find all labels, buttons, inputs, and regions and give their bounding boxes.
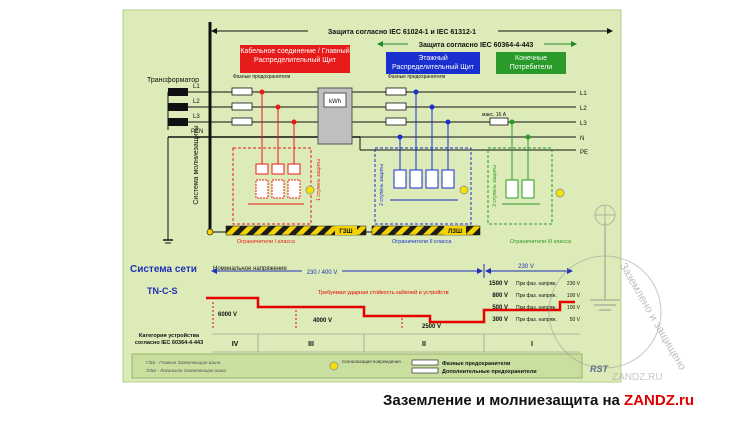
table-row-2-phase: 100 V bbox=[567, 293, 581, 299]
kwh-label: kWh bbox=[329, 99, 341, 105]
signal-lamp-icon bbox=[329, 361, 339, 371]
table-row-3-voltage: 500 V bbox=[492, 305, 508, 311]
stage2-box bbox=[374, 147, 472, 225]
bus-label-l3: L3 bbox=[580, 121, 587, 127]
limiter1-label: Ограничители I класса bbox=[237, 239, 296, 245]
zone-blue-label: Этажный Распределительный Щит bbox=[392, 55, 474, 71]
zone-blue-box bbox=[386, 52, 480, 74]
bus-label-l2: L2 bbox=[580, 106, 587, 112]
transformer-label: Трансформатор bbox=[147, 77, 199, 84]
zone-red-box bbox=[240, 45, 350, 73]
legend-gzsh: ГЗШ - Главная Заземляющая Шина bbox=[146, 360, 221, 365]
system-title: Система сети bbox=[130, 264, 197, 275]
breaker-label: макс. 16 А bbox=[482, 112, 507, 118]
fuses-label-1: Фазные предохранители bbox=[233, 74, 291, 80]
table-row-3-phase: 100 V bbox=[567, 305, 581, 311]
footer-brand: ZANDZ.ru bbox=[624, 392, 695, 409]
table-row-4-voltage: 300 V bbox=[492, 317, 508, 323]
extra-fuse-icon bbox=[411, 367, 439, 374]
category-label: Категория устройства согласно IEC 60364-… bbox=[134, 333, 204, 346]
impulse-step-curve bbox=[206, 296, 575, 324]
impulse-note: Требуемая ударная стойкость кабелей и ус… bbox=[318, 290, 449, 296]
gzsh-label: ГЗШ bbox=[339, 229, 352, 235]
limiter3-label: Ограничители III класса bbox=[510, 239, 572, 245]
stage1-label: 1 ступень защиты bbox=[316, 159, 322, 201]
stage3-label: 3 ступень защиты bbox=[492, 165, 498, 207]
line-label-l1: L1 bbox=[193, 84, 200, 90]
watermark-site: ZANDZ.RU bbox=[612, 372, 663, 383]
zone-green-label: Конечные Потребители bbox=[509, 55, 553, 71]
line-label-l2: L2 bbox=[193, 99, 200, 105]
table-row-2-voltage: 800 V bbox=[492, 293, 508, 299]
table-row-4-text: При фаз. напряж. bbox=[516, 317, 557, 323]
stage2-label: 2 ступень защиты bbox=[379, 164, 385, 206]
protection-sub-label: Защита согласно IEC 60364-4-443 bbox=[419, 42, 534, 49]
lightning-system-label: Система молниезащиты bbox=[193, 125, 200, 204]
stage3-box bbox=[487, 147, 553, 225]
line-label-l3: L3 bbox=[193, 114, 200, 120]
bus-label-n: N bbox=[580, 136, 584, 142]
protection-main-label: Защита согласно IEC 61024-1 и IEC 61312-… bbox=[328, 29, 476, 36]
voltage-230-400: 230 / 400 V bbox=[307, 270, 338, 276]
lzsh-bar bbox=[371, 225, 481, 236]
table-row-1-voltage: 1500 V bbox=[489, 281, 508, 287]
table-row-3-text: При фаз. напряж. bbox=[516, 305, 557, 311]
lzsh-label: ЛЗШ bbox=[448, 229, 462, 235]
voltage-table: 1500 V При фаз. напряж. 230 V 800 V При … bbox=[489, 281, 581, 323]
gzsh-bar bbox=[225, 225, 367, 236]
footer-caption: Заземление и молниезащита на ZANDZ.ru bbox=[383, 392, 694, 409]
category-iii: III bbox=[308, 341, 314, 348]
line-label-pen: PEN bbox=[191, 129, 203, 135]
legend-box bbox=[131, 353, 583, 379]
fuses-label-2: Фазные предохранители bbox=[388, 74, 446, 80]
footer-text: Заземление и молниезащита на bbox=[383, 392, 625, 409]
impulse-6000: 6000 V bbox=[218, 312, 237, 318]
bus-label-pe: PE bbox=[580, 150, 588, 156]
watermark-text: Заземлено и защищено bbox=[617, 261, 688, 373]
legend-extra-fuses: Дополнительные предохранители bbox=[442, 369, 537, 375]
category-i: I bbox=[531, 341, 533, 348]
impulse-2500: 2500 V bbox=[422, 324, 441, 330]
bus-label-l1: L1 bbox=[580, 91, 587, 97]
legend-phase-fuses: Фазные предохранители bbox=[442, 361, 510, 367]
legend-signal: Сигнализация повреждения bbox=[342, 359, 401, 364]
legend-lzsh: ЛЗШ - Локальная Заземляющая шина bbox=[145, 368, 227, 373]
table-row-1-text: При фаз. напряж. bbox=[516, 281, 557, 287]
impulse-4000: 4000 V bbox=[313, 318, 332, 324]
zone-green-box bbox=[496, 52, 566, 74]
zone-red-label: Кабельное соединение / Главный Распредел… bbox=[240, 48, 350, 64]
category-iv: IV bbox=[232, 341, 239, 348]
table-row-4-phase: 50 V bbox=[570, 317, 581, 323]
rst-logo: RST bbox=[590, 364, 610, 374]
table-row-2-text: При фаз. напряж. bbox=[516, 293, 557, 299]
voltage-230: 230 V bbox=[518, 264, 534, 270]
limiter2-label: Ограничители II класса bbox=[392, 239, 452, 245]
fuse-icon bbox=[411, 359, 439, 366]
table-row-1-phase: 230 V bbox=[567, 281, 581, 287]
system-type: TN-C-S bbox=[147, 286, 178, 296]
category-ii: II bbox=[422, 341, 426, 348]
